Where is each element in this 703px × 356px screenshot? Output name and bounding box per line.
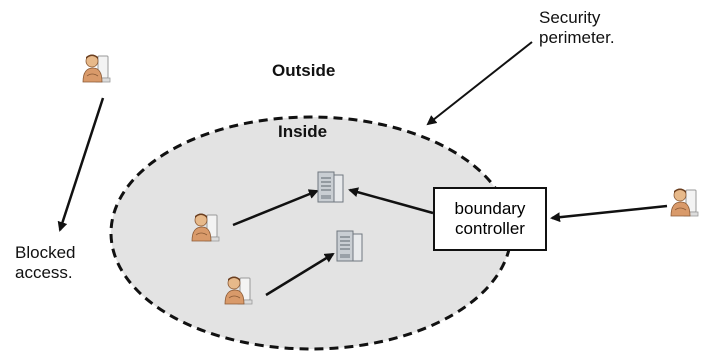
blocked-access-arrow (57, 97, 105, 232)
inside-user-1-to-server-arrow (232, 189, 319, 227)
external-user-top-left-icon (82, 54, 111, 83)
external-user-to-controller-arrow (550, 204, 668, 223)
server-top-icon (317, 171, 344, 203)
security-perimeter-label: Security perimeter. (539, 8, 615, 48)
inside-user-2-to-server-arrow (265, 252, 335, 297)
external-user-right-icon (670, 188, 699, 217)
inside-label: Inside (278, 122, 328, 141)
boundary-controller-box: boundary controller (433, 187, 547, 251)
server-bottom-icon (336, 230, 363, 262)
outside-label: Outside (272, 61, 336, 80)
blocked-access-label: Blocked access. (15, 243, 76, 283)
controller-to-server-arrow (348, 187, 434, 215)
security-perimeter-pointer-arrow (426, 41, 533, 126)
